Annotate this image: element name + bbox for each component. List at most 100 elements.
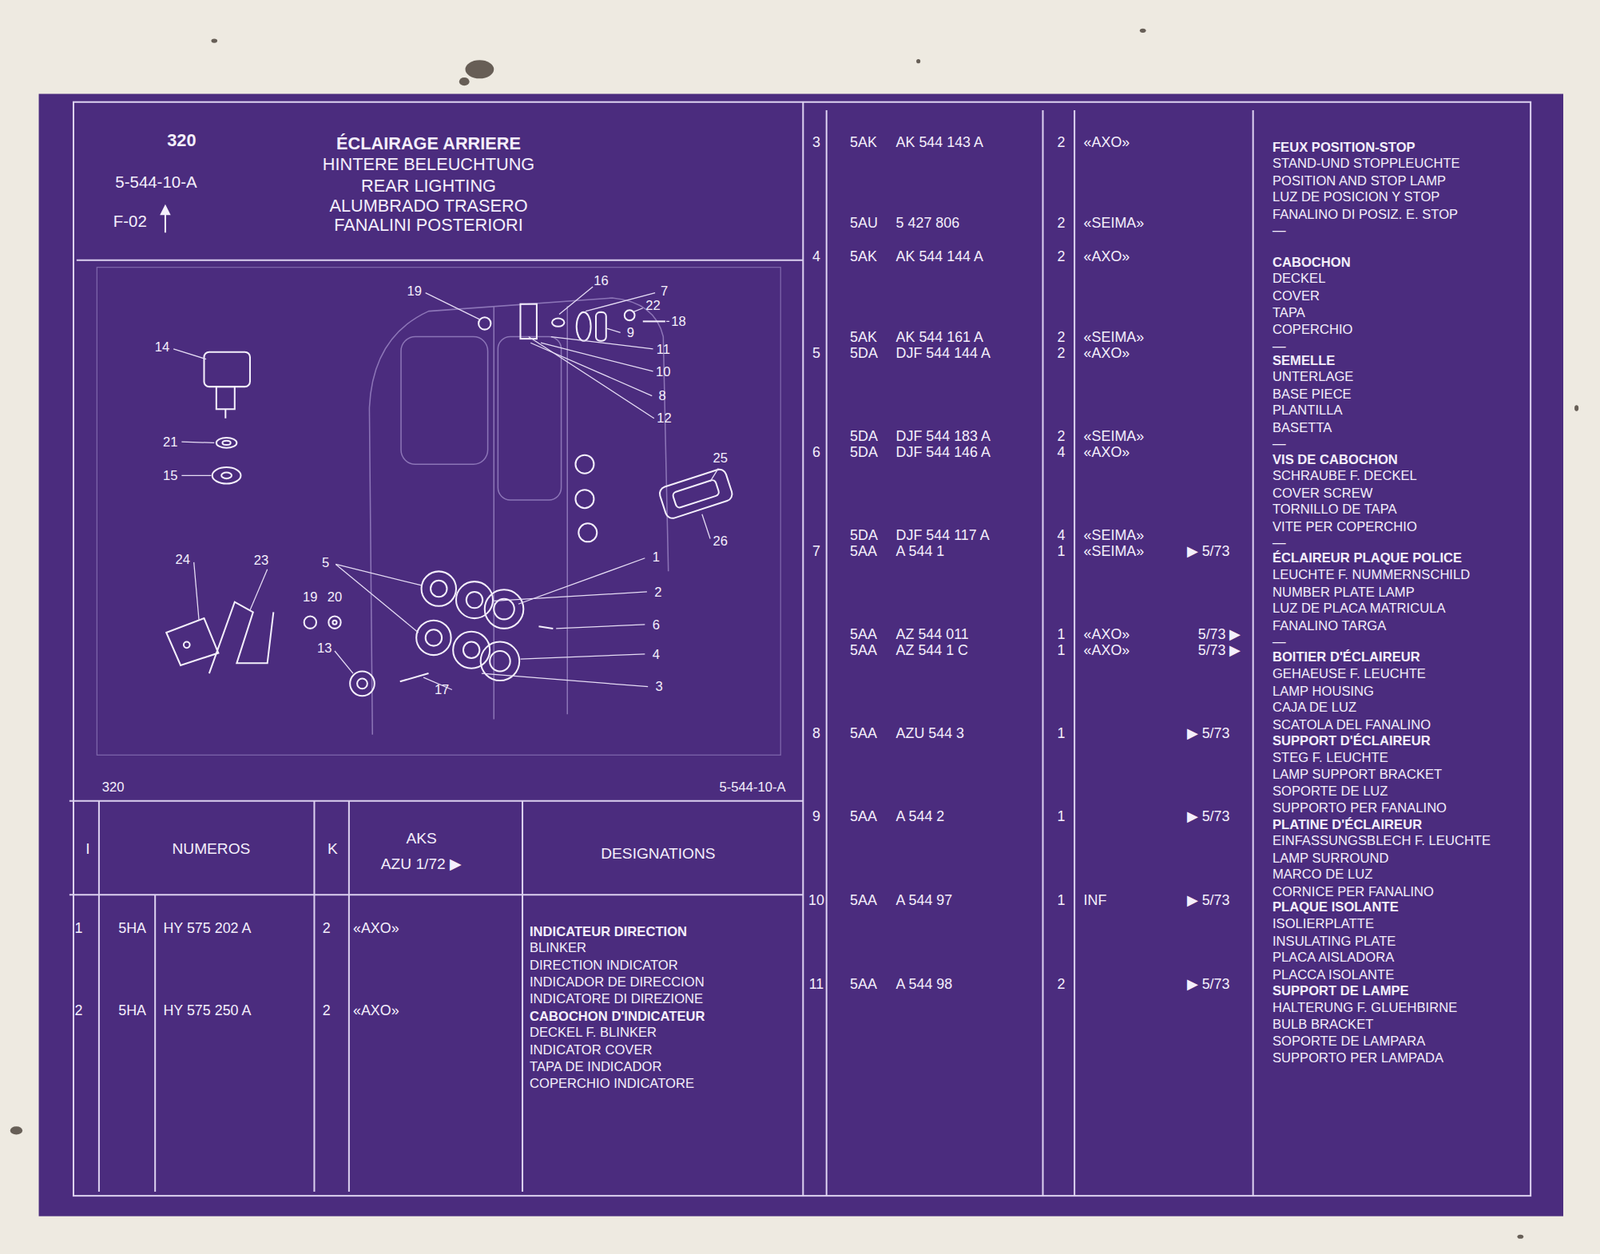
callout-number: 7 bbox=[660, 284, 668, 298]
table-cell: 1 bbox=[1057, 626, 1066, 641]
table-cell: «AXO» bbox=[1083, 134, 1131, 150]
leader-lines bbox=[173, 286, 719, 691]
designation-line: FANALINO DI POSIZ. E. STOP bbox=[1272, 206, 1458, 221]
designation-line: — bbox=[1272, 635, 1287, 649]
sheet-title: ÉCLAIRAGE ARRIERE bbox=[336, 134, 521, 153]
up-arrow bbox=[161, 206, 170, 233]
table-cell: «SEIMA» bbox=[1083, 329, 1145, 345]
table-cell: DJF 544 117 A bbox=[896, 527, 990, 542]
callout-number: 2 bbox=[654, 585, 662, 600]
designation-line: INSULATING PLATE bbox=[1272, 933, 1396, 948]
callout-number: 12 bbox=[656, 411, 671, 425]
designation-line: SUPPORTO PER LAMPADA bbox=[1272, 1051, 1444, 1065]
table-cell: A 544 2 bbox=[896, 809, 945, 824]
table-cell: 5DA bbox=[849, 428, 878, 444]
designation-line: — bbox=[1272, 339, 1287, 354]
callout-number: 6 bbox=[652, 617, 660, 632]
table-cell: 5 bbox=[812, 345, 821, 361]
designation-line: — bbox=[1272, 436, 1287, 451]
callout-number: 1 bbox=[652, 550, 660, 564]
table-cell: ▶ 5/73 bbox=[1187, 893, 1231, 908]
designation-line: SOPORTE DE LUZ bbox=[1272, 784, 1389, 799]
exploded-parts bbox=[166, 304, 735, 697]
designation-line: SOPORTE DE LAMPARA bbox=[1272, 1034, 1426, 1049]
designation-line: DIRECTION INDICATOR bbox=[529, 958, 679, 973]
callout-number: 15 bbox=[162, 468, 178, 483]
table-cell: «SEIMA» bbox=[1083, 215, 1145, 231]
table-cell: AK 544 144 A bbox=[896, 249, 984, 264]
designation-line: CABOCHON bbox=[1272, 255, 1351, 270]
table-cell: 5AA bbox=[849, 643, 878, 658]
designation-line: SCHRAUBE F. DECKEL bbox=[1272, 468, 1418, 483]
table-cell: «SEIMA» bbox=[1083, 428, 1145, 444]
designation-line: SCATOLA DEL FANALINO bbox=[1272, 717, 1431, 731]
table-cell: 5AA bbox=[849, 976, 878, 991]
table-cell: ▶ 5/73 bbox=[1187, 725, 1231, 740]
table-cell: «AXO» bbox=[1083, 444, 1131, 460]
table-cell: «AXO» bbox=[1083, 345, 1131, 361]
table-cell: «AXO» bbox=[353, 920, 400, 935]
table-cell: «AXO» bbox=[1083, 643, 1131, 658]
table-cell: 5DA bbox=[849, 345, 878, 361]
fiche-panel bbox=[39, 94, 1564, 1217]
table-cell: AZU 544 3 bbox=[896, 725, 965, 740]
designation-line: CORNICE PER FANALINO bbox=[1272, 885, 1434, 899]
designation-line: SUPPORTO PER FANALINO bbox=[1272, 801, 1447, 815]
designation-line: LUZ DE PLACA MATRICULA bbox=[1272, 601, 1446, 616]
designation-line: ISOLIERPLATTE bbox=[1272, 917, 1374, 931]
callout-number: 21 bbox=[162, 435, 178, 449]
designation-line: INDICATOR COVER bbox=[529, 1043, 652, 1057]
designation-line: FEUX POSITION-STOP bbox=[1272, 140, 1416, 155]
callout-number: 20 bbox=[327, 590, 342, 604]
column-header: NUMEROS bbox=[171, 840, 251, 856]
designation-line: LUZ DE POSICION Y STOP bbox=[1272, 190, 1440, 204]
designation-line: TORNILLO DE TAPA bbox=[1272, 502, 1398, 517]
designation-line: COPERCHIO INDICATORE bbox=[529, 1076, 695, 1091]
table-cell: 9 bbox=[812, 809, 821, 824]
designation-line: TAPA bbox=[1272, 305, 1306, 320]
callout-number: 5 bbox=[321, 555, 330, 570]
table-cell: 2 bbox=[1057, 134, 1066, 150]
designation-line: SUPPORT DE LAMPE bbox=[1272, 984, 1410, 998]
table-cell: 5AA bbox=[849, 626, 878, 641]
designation-line: DECKEL bbox=[1272, 272, 1326, 286]
designation-line: TAPA DE INDICADOR bbox=[529, 1060, 662, 1074]
designation-line: BOITIER D'ÉCLAIREUR bbox=[1272, 650, 1421, 664]
table-cell: 5/73 ▶ bbox=[1198, 643, 1242, 658]
callout-number: 8 bbox=[658, 389, 666, 403]
designation-line: BLINKER bbox=[529, 941, 587, 956]
sheet-code: 5-544-10-A bbox=[115, 174, 197, 191]
figure-code: 5-544-10-A bbox=[719, 780, 787, 795]
table-cell: 2 bbox=[322, 920, 331, 935]
table-cell: 5AU bbox=[849, 215, 878, 231]
table-cell: AZ 544 1 C bbox=[896, 643, 969, 658]
table-cell: 5DA bbox=[849, 527, 878, 542]
table-cell: «AXO» bbox=[1083, 249, 1131, 264]
callout-number: 24 bbox=[174, 552, 190, 567]
table-cell: 5HA bbox=[118, 1003, 147, 1018]
callout-number: 13 bbox=[317, 641, 332, 656]
table-cell: ▶ 5/73 bbox=[1187, 543, 1231, 559]
sheet-number: 320 bbox=[166, 131, 196, 150]
designation-line: COPERCHIO bbox=[1272, 322, 1354, 337]
designation-line: VITE PER COPERCHIO bbox=[1272, 519, 1418, 533]
designation-line: LAMP SUPPORT BRACKET bbox=[1272, 767, 1442, 782]
designation-line: CAJA DE LUZ bbox=[1272, 700, 1357, 715]
table-cell: 1 bbox=[1057, 893, 1066, 908]
designation-line: MARCO DE LUZ bbox=[1272, 868, 1373, 882]
table-cell: 2 bbox=[1057, 249, 1066, 264]
table-cell: 4 bbox=[812, 249, 821, 264]
table-cell: 2 bbox=[1057, 329, 1066, 345]
table-cell: 6 bbox=[812, 444, 821, 460]
table-cell: 5AA bbox=[849, 893, 878, 908]
table-grid bbox=[69, 102, 1531, 1196]
title-translation: HINTERE BELEUCHTUNG bbox=[322, 155, 535, 174]
table-cell: 5AK bbox=[849, 249, 878, 264]
designation-line: LAMP HOUSING bbox=[1272, 683, 1374, 698]
paper-stains bbox=[10, 28, 1579, 1239]
column-header: K bbox=[327, 840, 338, 856]
table-cell: 2 bbox=[74, 1003, 83, 1018]
designation-line: POSITION AND STOP LAMP bbox=[1272, 174, 1446, 188]
table-cell: A 544 97 bbox=[896, 893, 953, 908]
title-translation: ALUMBRADO TRASERO bbox=[329, 197, 528, 215]
